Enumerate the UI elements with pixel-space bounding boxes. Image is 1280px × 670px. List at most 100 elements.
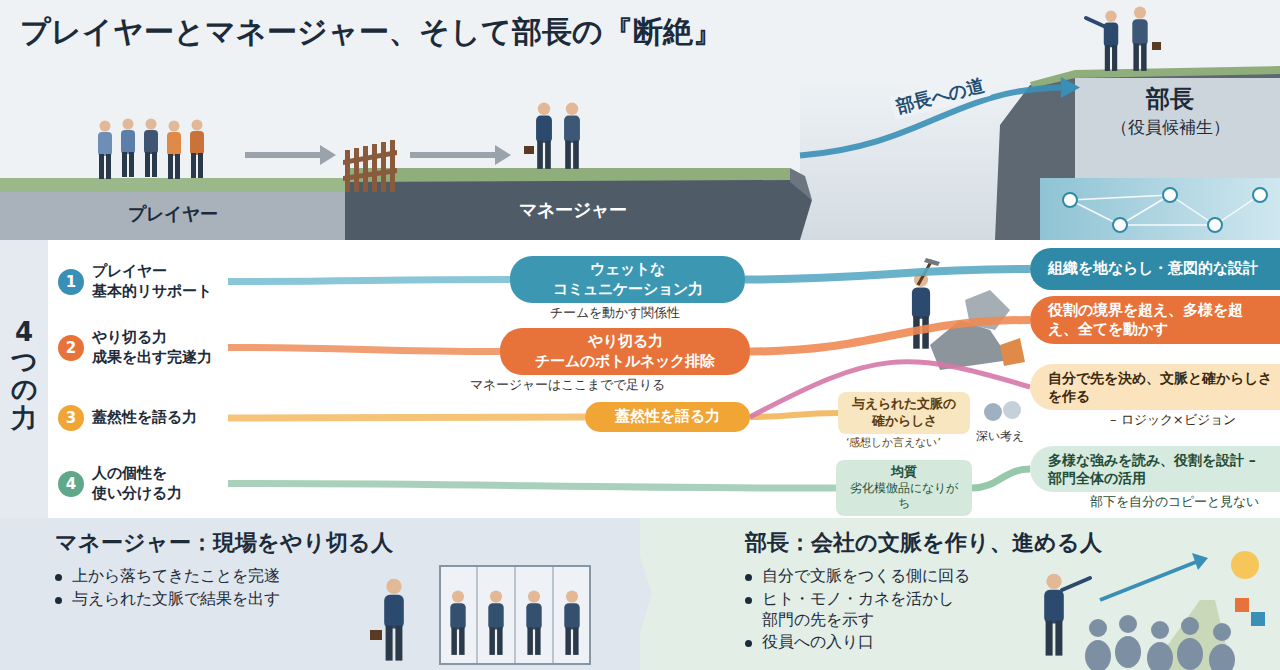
players	[190, 120, 204, 179]
manager-ground	[345, 180, 812, 240]
box-text: 蓋然性を語る力	[615, 407, 720, 427]
manager-ground	[345, 168, 812, 240]
skill-label: プレイヤー 基本的リサポート	[92, 262, 228, 301]
stage-label: プレイヤー	[0, 110, 345, 240]
section-label: 4つの力	[11, 318, 37, 432]
network-icon	[1063, 188, 1267, 232]
skill-item: 2やり切る力 成果を出す完遂力	[58, 328, 228, 367]
thinking-heads	[984, 401, 1021, 421]
climber	[965, 290, 1010, 330]
bullet-text: 役員への入り口	[762, 632, 874, 653]
outcome-band: 役割の境界を超え、多様を超え、全てを動かす	[1030, 296, 1280, 344]
leader-scene	[1044, 574, 1064, 656]
box-note: 部下を自分のコピーと見ない	[1090, 494, 1259, 511]
flow-band: 蓋然性を語る力	[585, 402, 750, 432]
players	[144, 119, 158, 178]
bullet-dot	[55, 597, 62, 604]
bottom-background	[0, 518, 640, 670]
leader-scene	[1251, 612, 1265, 626]
box-text: 与えられた文脈の 確からしさ	[848, 396, 960, 430]
flow-ribbon	[228, 417, 585, 418]
panel-heading: マネージャー：現場をやり切る人	[55, 528, 630, 558]
note-label: 深い考え	[976, 428, 1024, 445]
stage-label: プレイヤー	[128, 202, 218, 226]
step-arrow	[410, 152, 496, 158]
box-note: マネージャーはここまでで足りる	[470, 377, 665, 394]
pitfall-box: 均質劣化模倣品になりがち	[836, 460, 972, 516]
step-arrow	[245, 152, 321, 158]
leaders	[1086, 18, 1108, 28]
manager-team	[564, 591, 579, 655]
network-icon	[1215, 195, 1260, 225]
manager-team	[553, 566, 554, 664]
climber	[912, 258, 1025, 370]
bullet-dot	[745, 640, 752, 647]
network-icon	[1063, 193, 1077, 207]
manager-ground	[345, 168, 790, 182]
bullet-row: ヒト・モノ・カネを活かし 部門の先を示す	[745, 589, 1270, 631]
fence	[343, 140, 397, 192]
player-ground	[0, 178, 345, 192]
arrowhead	[1061, 77, 1080, 98]
skill-item: 4人の個性を 使い分ける力	[58, 464, 228, 503]
bottom-background	[640, 518, 1280, 670]
leader-scene	[1147, 642, 1173, 670]
skill-item: 3 蓋然性を語る力	[58, 405, 228, 431]
flow-ribbon	[228, 280, 510, 282]
step-arrow	[320, 145, 336, 165]
skill-item: 1 プレイヤー 基本的リサポート	[58, 262, 228, 301]
bullet-dot	[55, 574, 62, 581]
manager-team	[515, 566, 516, 664]
leader-scene	[1235, 598, 1249, 612]
bullet-dot	[745, 597, 752, 604]
manager-team	[450, 591, 465, 655]
leader-scene	[1209, 644, 1235, 670]
bullet-row: 与えられた文脈で結果を出す	[55, 589, 630, 610]
fence	[354, 148, 359, 192]
network-icon	[1208, 218, 1222, 232]
climber	[918, 260, 932, 285]
flow-band: やり切る力 チームのボトルネック排除マネージャーはここまでで足りる	[500, 328, 750, 375]
network-icon	[1170, 195, 1215, 225]
climber	[1000, 338, 1025, 366]
managers	[564, 103, 580, 169]
fence	[372, 144, 377, 192]
step-arrow	[245, 145, 511, 165]
bullet-text: 自分で文脈をつくる側に回る	[762, 566, 970, 587]
thinking-heads	[1003, 401, 1021, 419]
network-icon	[1040, 178, 1280, 248]
leader-scene	[1151, 621, 1169, 639]
leader-scene	[1044, 551, 1265, 670]
manager-team	[526, 591, 541, 655]
middle-background	[0, 240, 1280, 518]
middle-background	[0, 240, 1280, 518]
bullet-row: 役員への入り口	[745, 632, 1270, 653]
players	[121, 119, 135, 178]
cliff	[1075, 78, 1280, 178]
bullet-row: 自分で文脈をつくる側に回る	[745, 566, 1270, 587]
outcome-band: 多様な強みを読み、役割を設計 – 部門全体の活用部下を自分のコピーと見ない	[1030, 446, 1280, 492]
network-icon	[1253, 188, 1267, 202]
skill-label: 蓋然性を語る力	[92, 408, 228, 428]
stage-label: マネージャー	[345, 110, 800, 240]
callout-number: 3	[58, 405, 84, 431]
leader-scene	[1089, 619, 1107, 637]
flow-ribbon	[228, 348, 500, 352]
network-icon	[1040, 178, 1280, 248]
box-text: 多様な強みを読み、役割を設計 – 部門全体の活用	[1048, 451, 1272, 487]
box-note: チームを動かす関係性	[550, 305, 680, 322]
box-note: ‘感想しか言えない’	[846, 436, 941, 450]
bullet-text: ヒト・モノ・カネを活かし 部門の先を示す	[762, 589, 1012, 631]
climber	[912, 273, 930, 349]
outcome-band: 自分で先を決め、文脈と確からしさを作る– ロジック×ビジョン	[1030, 364, 1280, 410]
flow-band: ウェットな コミュニケーション力チームを動かす関係性	[510, 256, 745, 303]
fence	[363, 146, 368, 192]
callout-number: 1	[58, 269, 84, 295]
leaders	[1152, 42, 1161, 50]
goal-label: 部長（役員候補生）	[1080, 80, 1260, 142]
leader-scene	[1119, 615, 1137, 633]
box-text: 組織を地ならし・意図的な設計	[1048, 259, 1258, 279]
network-icon	[1070, 195, 1170, 200]
bullet-dot	[745, 574, 752, 581]
leaders	[1086, 7, 1161, 71]
